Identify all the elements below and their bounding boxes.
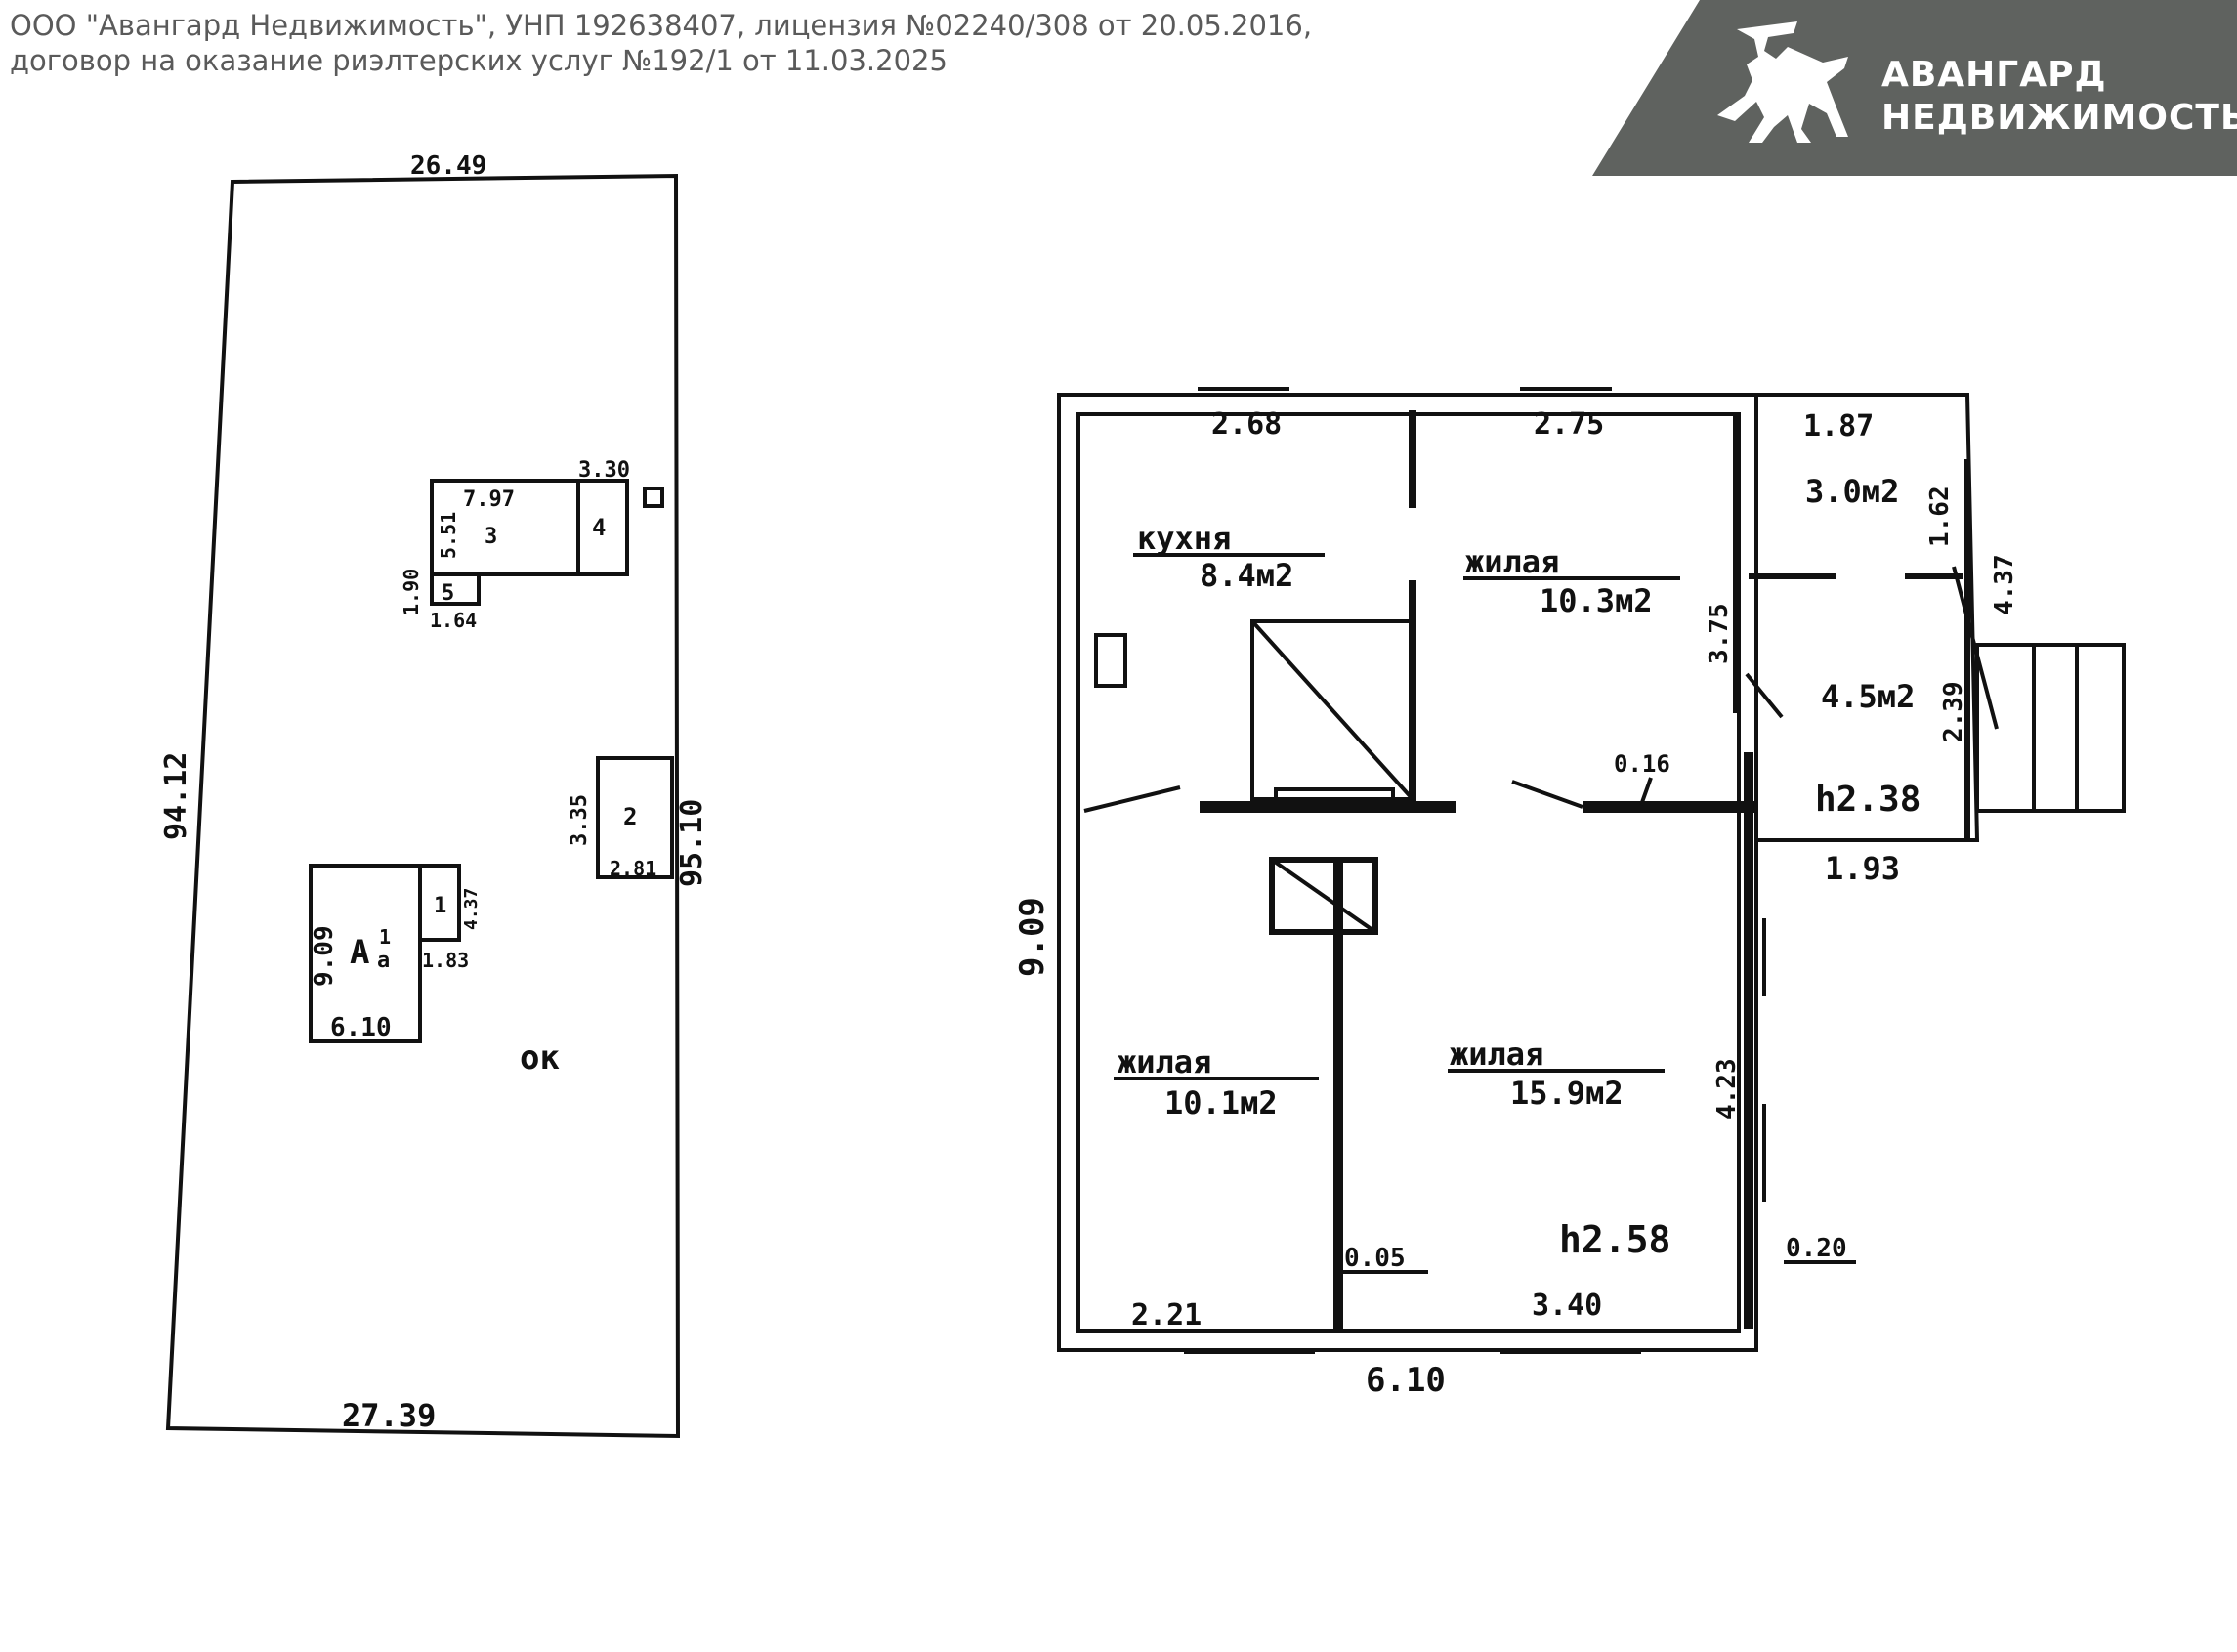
brand-name-line-2: НЕДВИЖИМОСТЬ	[1881, 98, 2237, 138]
room-kitchen-name: кухня	[1137, 520, 1231, 557]
site-dim-bottom: 27.39	[342, 1397, 436, 1434]
building-2-label: 2	[623, 803, 637, 830]
brand-banner: АВАНГАРД НЕДВИЖИМОСТЬ	[1592, 0, 2237, 176]
building-5-dim-side: 1.90	[400, 569, 423, 615]
floor-dim-wall-3: 0.20	[1786, 1234, 1847, 1263]
floor-dim-bottom-2: 3.40	[1532, 1289, 1602, 1323]
floor-dim-top-3: 1.87	[1803, 409, 1874, 444]
porch-steps	[1975, 643, 2126, 813]
room-living2-area: 10.1м2	[1164, 1084, 1278, 1122]
label-underlines	[1114, 553, 1856, 1274]
site-dim-left: 94.12	[159, 752, 193, 840]
room-living3-name: жилая	[1450, 1036, 1543, 1073]
room-living1-name: жилая	[1465, 543, 1559, 580]
floor-dim-right-2: 4.37	[1990, 554, 2019, 615]
floor-dim-right-3: 2.39	[1939, 681, 1968, 742]
site-dim-top: 26.49	[410, 151, 486, 181]
floor-dim-right-4: 4.23	[1712, 1058, 1742, 1120]
small-square-outline	[643, 487, 664, 508]
building-2-outline	[596, 756, 674, 879]
site-boundary	[165, 173, 681, 1439]
floor-dim-bottom-1: 2.21	[1131, 1298, 1202, 1333]
floor-height-2: h2.58	[1559, 1218, 1670, 1261]
floor-dim-wall-1: 0.16	[1614, 750, 1670, 778]
building-1-dim-bottom: 1.83	[422, 949, 469, 972]
brand-name-line-1: АВАНГАРД	[1881, 55, 2107, 95]
header-line-2: договор на оказание риэлтерских услуг №1…	[10, 44, 948, 77]
building-1-label: 1	[434, 894, 446, 918]
stove	[1250, 619, 1414, 809]
house-a-dim-bottom: 6.10	[330, 1013, 392, 1042]
annex-walls	[1756, 393, 1999, 842]
house-a-superscript: 1	[379, 925, 391, 949]
room-kitchen-area: 8.4м2	[1200, 557, 1293, 594]
room-small2-area: 4.5м2	[1821, 678, 1915, 715]
floor-dim-top-1: 2.68	[1211, 407, 1282, 442]
building-4-outline	[576, 479, 629, 576]
building-2-dim-side: 3.35	[568, 794, 592, 846]
building-3-dim-top: 7.97	[463, 487, 515, 512]
room-living3-area: 15.9м2	[1510, 1075, 1624, 1112]
building-4-dim-top: 3.30	[578, 458, 630, 483]
building-4-label: 4	[592, 514, 606, 541]
brand-banner-shape	[1592, 0, 2237, 176]
floor-dim-wall-2: 0.05	[1344, 1244, 1406, 1273]
header-line-1: ООО "Авангард Недвижимость", УНП 1926384…	[10, 9, 1313, 42]
floor-dim-top-2: 2.75	[1534, 407, 1604, 442]
building-5-label: 5	[442, 581, 454, 606]
floor-height-1: h2.38	[1815, 780, 1920, 820]
building-5-outline	[430, 572, 481, 606]
building-1-outline	[418, 864, 461, 942]
heater	[1269, 857, 1378, 935]
building-3-label: 3	[485, 525, 497, 549]
floor-dim-bottom: 6.10	[1366, 1361, 1446, 1400]
house-a-label: А	[350, 933, 369, 972]
floor-dim-left: 9.09	[1013, 897, 1052, 977]
building-2-dim-bottom: 2.81	[610, 857, 656, 880]
windows	[1184, 387, 1766, 1354]
house-a-dim-side: 9.09	[310, 925, 339, 987]
building-3-dim-side: 5.51	[437, 512, 460, 559]
floor-dim-porch-bottom: 1.93	[1825, 850, 1900, 887]
room-small1-area: 3.0м2	[1805, 473, 1899, 510]
floor-plan-walls	[1057, 393, 1963, 1352]
site-ok-label: ок	[520, 1038, 560, 1078]
building-1-dim-side: 4.37	[461, 888, 482, 930]
site-dim-right: 95.10	[675, 799, 709, 887]
kitchen-appliance	[1094, 633, 1127, 688]
floor-dim-right-1: 1.62	[1925, 486, 1955, 547]
house-a-outline	[309, 864, 422, 1043]
knight-horse-icon	[1717, 21, 1848, 143]
floor-dim-inner-1: 3.75	[1705, 603, 1734, 664]
room-living2-name: жилая	[1118, 1043, 1211, 1080]
house-a-subscript: а	[377, 949, 390, 973]
room-living1-area: 10.3м2	[1540, 582, 1653, 619]
header-legal-text: ООО "Авангард Недвижимость", УНП 1926384…	[10, 8, 1312, 78]
building-5-dim-bottom: 1.64	[430, 609, 477, 632]
